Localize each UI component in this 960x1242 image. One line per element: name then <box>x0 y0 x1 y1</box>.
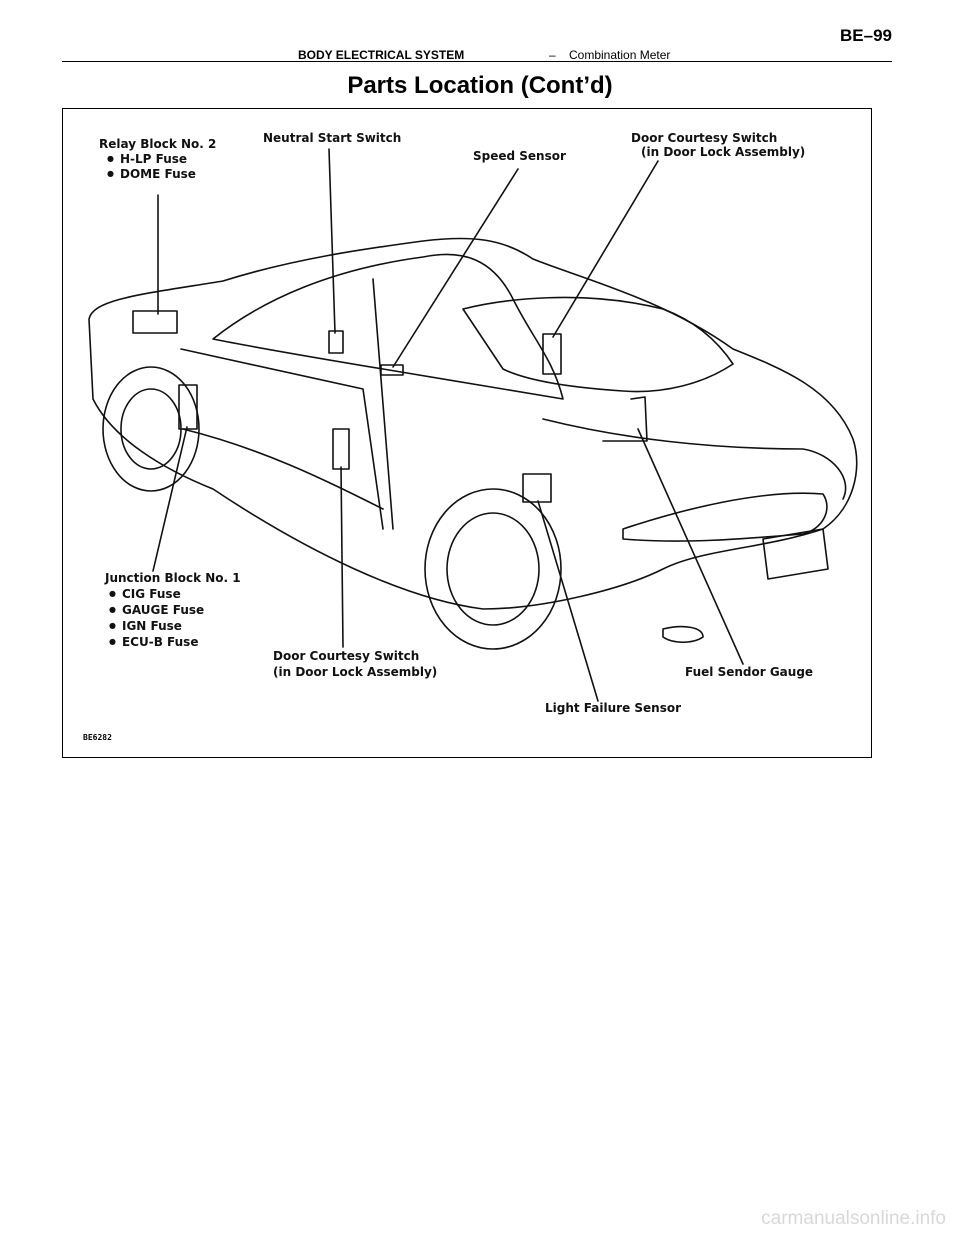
label-speed-sensor: Speed Sensor <box>473 149 566 163</box>
label-relay-block: Relay Block No. 2 <box>99 137 217 151</box>
page-number: BE–99 <box>840 26 892 45</box>
exhaust <box>662 625 704 644</box>
header-subsection: Combination Meter <box>569 48 671 62</box>
leader-junction <box>152 426 188 572</box>
label-door-courtesy-front-1: Door Courtesy Switch <box>273 649 420 663</box>
door-lock-rear-part <box>542 333 562 375</box>
tail-light <box>622 492 828 542</box>
label-light-failure-sensor: Light Failure Sensor <box>545 701 682 715</box>
license-plate <box>762 528 829 580</box>
label-junction-item-ign: IGN Fuse <box>109 619 182 635</box>
light-failure-sensor-part <box>522 473 552 503</box>
leader-speed <box>392 168 519 368</box>
label-relay-item-hlp: H-LP Fuse <box>107 152 187 168</box>
label-door-courtesy-rear-1: Door Courtesy Switch <box>631 131 778 145</box>
header-dash: – <box>549 48 556 62</box>
leader-light-failure <box>537 500 599 702</box>
label-junction-block: Junction Block No. 1 <box>105 571 241 585</box>
figure-code: BE6282 <box>83 733 112 742</box>
sill-line <box>182 428 384 510</box>
page-title: Parts Location (Cont’d) <box>347 72 613 99</box>
label-fuel-sender-gauge: Fuel Sendor Gauge <box>685 665 814 679</box>
label-junction-item-gauge: GAUGE Fuse <box>109 603 204 619</box>
parts-location-figure: Relay Block No. 2 H-LP Fuse DOME Fuse Ne… <box>62 108 872 758</box>
header-section: BODY ELECTRICAL SYSTEM <box>298 48 465 62</box>
watermark: carmanualsonline.info <box>761 1208 946 1229</box>
rear-window <box>462 296 734 393</box>
label-door-courtesy-rear-2: (in Door Lock Assembly) <box>641 145 806 159</box>
leader-door-rear <box>552 160 659 338</box>
door-line <box>180 348 384 530</box>
door-pillar <box>372 278 394 530</box>
rear-wheel <box>424 488 562 650</box>
header-rule <box>62 61 892 62</box>
label-door-courtesy-front-2: (in Door Lock Assembly) <box>273 665 438 679</box>
label-junction-item-ecub: ECU-B Fuse <box>109 635 198 651</box>
trunk-lid <box>542 418 847 500</box>
relay-block-box <box>132 310 178 334</box>
leader-neutral <box>328 148 336 334</box>
page-header: BODY ELECTRICAL SYSTEM – Combination Met… <box>62 26 892 62</box>
car-roof <box>212 253 564 400</box>
neutral-start-switch-part <box>328 330 344 354</box>
label-neutral-start-switch: Neutral Start Switch <box>263 131 402 145</box>
car-body-outline <box>88 237 858 610</box>
door-lock-front-part <box>332 428 350 470</box>
label-junction-item-cig: CIG Fuse <box>109 587 181 603</box>
car-illustration <box>88 148 858 702</box>
rear-wheel-rim <box>446 512 540 626</box>
front-wheel <box>102 366 200 492</box>
leader-door-front <box>340 466 344 648</box>
leader-fuel-sender <box>637 428 744 665</box>
fuel-sender-part <box>602 396 648 442</box>
speed-sensor-part <box>380 364 404 376</box>
label-relay-item-dome: DOME Fuse <box>107 167 196 183</box>
junction-block-box <box>178 384 198 430</box>
